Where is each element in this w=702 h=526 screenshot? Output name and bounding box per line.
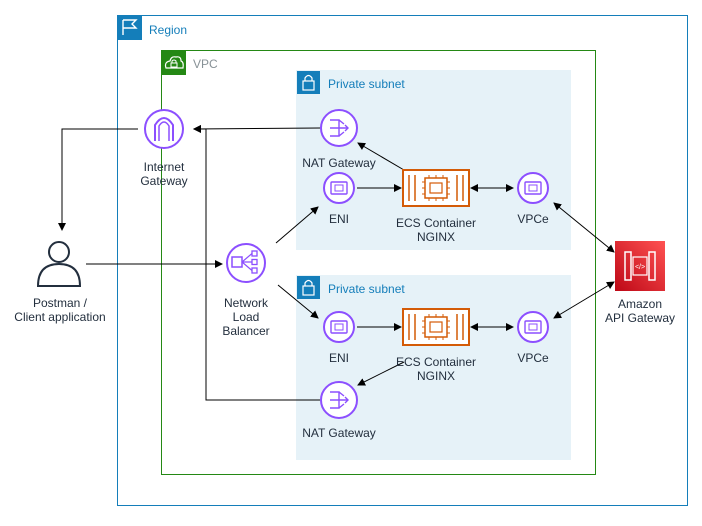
api-gateway-label: Amazon API Gateway xyxy=(604,297,676,325)
eni-top-label: ENI xyxy=(328,212,349,226)
subnet-top-label: Private subnet xyxy=(328,77,405,91)
vpc-endpoint-icon xyxy=(517,311,549,343)
nlb-label: Network Load Balancer xyxy=(222,296,270,338)
edge-ecs-bottom-to-nat xyxy=(357,361,405,386)
edge-nat-top-to-igw xyxy=(193,124,321,133)
vpce-bottom-label: VPCe xyxy=(517,351,549,365)
region-boundary xyxy=(117,15,688,506)
edge-igw-to-client xyxy=(58,128,138,231)
eni-icon xyxy=(323,311,355,343)
client-label: Postman / Client application xyxy=(14,296,106,324)
ecs-container-icon xyxy=(402,169,470,207)
nat-gateway-icon xyxy=(320,109,358,147)
region-label: Region xyxy=(149,23,188,37)
region-flag-icon xyxy=(117,15,142,40)
ecs-container-icon xyxy=(402,308,470,346)
eni-icon xyxy=(323,172,355,204)
load-balancer-icon xyxy=(226,243,266,283)
connectors xyxy=(58,124,615,401)
user-icon xyxy=(36,241,82,287)
lock-icon xyxy=(297,71,320,94)
ecs-bottom-label: ECS Container NGINX xyxy=(395,355,477,383)
vpc-endpoint-icon xyxy=(517,172,549,204)
edge-nlb-to-eni-top xyxy=(275,206,319,244)
edge-nlb-to-eni-bottom xyxy=(277,284,319,319)
edge-vpce-top-apigw xyxy=(553,202,615,253)
internet-gateway-label: Internet Gateway xyxy=(140,160,188,188)
svg-text:</>: </> xyxy=(635,264,645,271)
subnet-bottom-label: Private subnet xyxy=(328,282,405,296)
ecs-top-label: ECS Container NGINX xyxy=(395,216,477,244)
vpc-cloud-icon xyxy=(161,50,186,75)
vpc-boundary xyxy=(161,50,596,475)
vpce-top-label: VPCe xyxy=(517,212,549,226)
nat-bottom-label: NAT Gateway xyxy=(302,426,376,440)
vpc-label: VPC xyxy=(193,57,218,71)
api-gateway-icon: </> xyxy=(615,241,665,291)
nat-gateway-icon xyxy=(320,381,358,419)
internet-gateway-icon xyxy=(144,109,184,149)
edge-ecs-top-to-nat xyxy=(357,142,405,171)
edge-nat-bottom-to-igw xyxy=(193,125,320,401)
lock-icon xyxy=(297,276,320,299)
private-subnet-top xyxy=(296,70,571,250)
nat-top-label: NAT Gateway xyxy=(302,156,376,170)
eni-bottom-label: ENI xyxy=(328,351,349,365)
edge-vpce-bottom-apigw xyxy=(553,281,615,319)
private-subnet-bottom xyxy=(296,275,571,460)
